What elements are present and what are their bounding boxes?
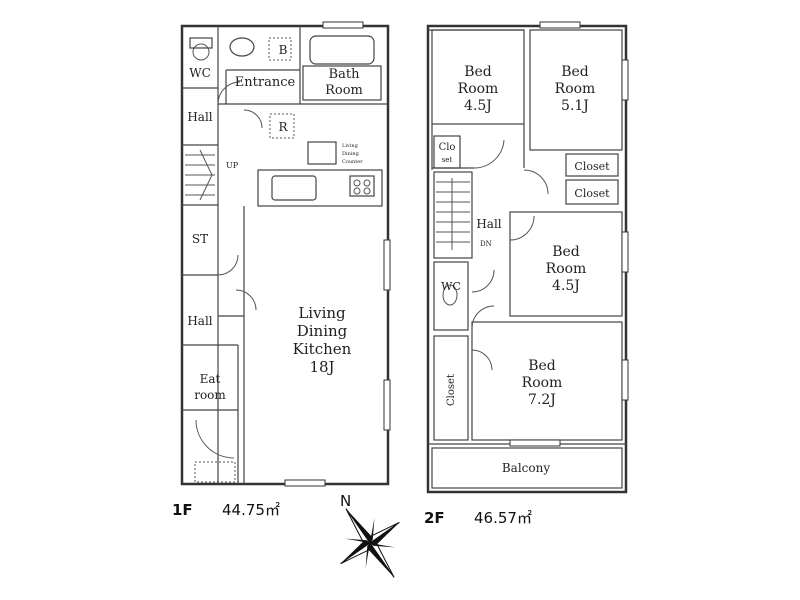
toilet [192,43,210,61]
room-label-bed1-line1: Bed [464,64,492,80]
kitchen-counter [257,169,383,207]
floor-1-area: 44.75㎡ [222,501,280,519]
dining-counter [307,141,337,165]
room-label-balcony: Balcony [502,461,550,475]
room-label-closet-small-line2: set [442,156,453,164]
room-label-closet-small-line1: Clo [439,142,456,153]
room-label-entrance: Entrance [235,75,296,90]
compass-north-label: N [340,492,351,510]
room-label-wc-2f: WC [441,280,461,293]
room-label-bed2-line2: Room [555,81,596,97]
label-dn: DN [480,240,492,248]
floor-2-plan: Bed Room 4.5J Bed Room 5.1J Clo set Clos… [426,21,629,494]
room-label-ldk-line1: Living [298,304,346,322]
room-label-eat-line2: room [194,388,226,402]
storage-b-outline [268,37,292,61]
stairs-1f [185,149,215,201]
room-label-hall-top: Hall [187,110,212,124]
room-label-hall-bottom: Hall [187,314,212,328]
tiny-label-line2: Dining [342,151,360,157]
room-label-bed3-line3: 4.5J [552,278,580,294]
genkan-step [194,461,236,483]
floor-2-label: 2F [424,509,445,527]
wash-basin [229,37,255,57]
room-label-bed1-line2: Room [458,81,499,97]
room-label-bed4-line2: Room [522,375,563,391]
room-label-closet-b: Closet [574,187,610,200]
room-label-r: R [278,120,288,134]
room-label-wc-1f: WC [189,66,211,80]
door-swing [217,81,241,105]
room-label-st: ST [192,232,208,246]
room-label-ldk-line2: Dining [297,322,348,340]
stove [349,175,375,197]
bathtub [309,35,375,65]
room-label-bath-line1: Bath [329,67,361,82]
room-label-closet-tall: Closet [446,374,457,406]
room-label-eat-line1: Eat [200,372,221,386]
room-label-bed1-line3: 4.5J [464,98,492,114]
tiny-label-line3: Counter [342,159,363,165]
room-label-bed4-line1: Bed [528,358,556,374]
storage-r-outline [269,113,295,139]
room-label-closet-a: Closet [574,160,610,173]
room-label-bed3-line1: Bed [552,244,580,260]
room-label-bed2-line3: 5.1J [561,98,589,114]
kitchen-sink [271,175,317,201]
tiny-label-line1: Living [342,143,359,149]
room-label-bed4-line3: 7.2J [528,392,556,408]
room-label-ldk-line3: Kitchen [293,340,352,358]
room-label-b: B [279,43,288,57]
room-label-bed2-line1: Bed [561,64,589,80]
room-label-ldk-line4: 18J [309,358,334,376]
compass-rose-icon [340,508,400,578]
room-label-hall-2f: Hall [476,217,501,231]
room-label-bath-line2: Room [325,83,363,98]
stairs-2f [433,171,473,259]
room-label-bed3-line2: Room [546,261,587,277]
floor-2-area: 46.57㎡ [474,509,532,527]
floor-1-plan: WC B Entrance Bath Room Hall R UP ST Hal… [180,21,391,487]
floor-1-label: 1F [172,501,193,519]
label-up: UP [226,161,239,170]
